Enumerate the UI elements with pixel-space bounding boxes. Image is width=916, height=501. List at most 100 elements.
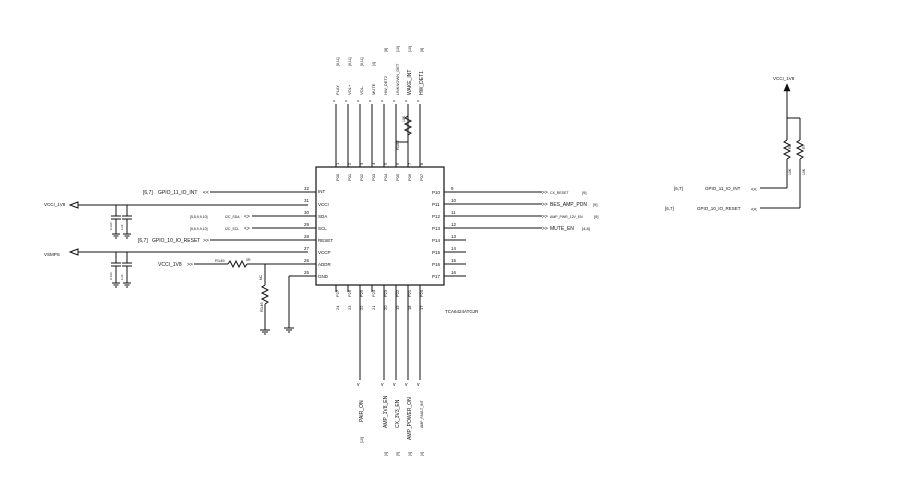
chip-part-number: TCA6424ATGJR bbox=[445, 309, 479, 314]
bottom-pin-number-24: 24 bbox=[335, 305, 340, 310]
left-pin-number-25: 25 bbox=[304, 270, 310, 275]
r146-value: NC bbox=[259, 274, 263, 280]
left-pin-number-31: 31 bbox=[304, 198, 310, 203]
right-pin-name-p13: P13 bbox=[432, 226, 441, 231]
top-ref-mute: [4] bbox=[372, 62, 376, 66]
svg-text:<>: <> bbox=[244, 226, 250, 232]
net-i2c-sda-label: I2C_SDA bbox=[225, 215, 240, 219]
top-pin-number-6: 6 bbox=[395, 162, 400, 165]
bottom-net-pair-on: PAIR_ON bbox=[359, 400, 365, 422]
right-pin-number-14: 14 bbox=[451, 246, 457, 251]
pullup-reset-ref: [6,7] bbox=[665, 206, 674, 211]
bottom-ref-amp-1v8-en: [4] bbox=[384, 452, 388, 456]
r145-value: 0R bbox=[246, 258, 251, 262]
right-pin-number-10: 10 bbox=[451, 198, 457, 203]
right-pins: P10 9 P11 10 P12 11 P13 12 P14 13 P15 14… bbox=[432, 186, 598, 279]
bottom-pin-name-p23: P23 bbox=[383, 289, 388, 297]
net-gpio-11-int: [6,7] GPIO_11_IO_INT << bbox=[143, 190, 316, 196]
bottom-ref-pair-on: [10] bbox=[360, 437, 364, 443]
top-pin-number-4: 4 bbox=[371, 162, 376, 165]
top-pin-name-p06: P06 bbox=[407, 173, 412, 181]
bottom-pin-number-23: 23 bbox=[347, 305, 352, 310]
bottom-pin-number-17: 17 bbox=[419, 305, 424, 310]
top-ref-vol-minus: [8,11] bbox=[360, 57, 364, 66]
right-pin-number-11: 11 bbox=[451, 210, 456, 215]
left-pin-number-26: 26 bbox=[304, 258, 310, 263]
r8-value: 10K bbox=[788, 168, 792, 175]
left-pin-name-int: INT bbox=[318, 189, 326, 194]
svg-text:<<: << bbox=[751, 187, 757, 193]
top-pin-name-p03: P03 bbox=[371, 173, 376, 181]
top-pin-number-7: 7 bbox=[407, 162, 412, 165]
net-mute-en-ref: [4,8] bbox=[582, 226, 590, 231]
svg-text:^: ^ bbox=[405, 100, 408, 106]
left-pin-name-vccp: VCCP bbox=[318, 250, 331, 255]
addr-network: VCCI_1V8 >> R145 0R R146 NC bbox=[158, 258, 316, 335]
cap-vcci-value-2: 1UF bbox=[120, 224, 124, 230]
top-ref-wake-int: [10] bbox=[408, 46, 412, 52]
svg-text:^: ^ bbox=[417, 100, 420, 106]
svg-text:<>: <> bbox=[244, 214, 250, 220]
bottom-pin-name-p26: P26 bbox=[347, 289, 352, 297]
addr-rail-label: VCCI_1V8 bbox=[158, 262, 182, 268]
pullup-rail-label: VCCI_1V8 bbox=[773, 76, 795, 81]
top-net-play: PLAY bbox=[335, 85, 340, 95]
svg-text:>>: >> bbox=[542, 226, 548, 232]
svg-text:^: ^ bbox=[357, 100, 360, 106]
cap-vsmps-value-2: 1UF bbox=[120, 274, 124, 280]
bottom-ref-amp-power-on: [4] bbox=[408, 452, 412, 456]
top-pin-number-8: 8 bbox=[419, 162, 424, 165]
bottom-net-amp-power-on: AMP_POWER_ON bbox=[407, 397, 413, 440]
right-pin-name-p10: P10 bbox=[432, 190, 441, 195]
top-pin-name-p07: P07 bbox=[419, 173, 424, 181]
bottom-pins: P27 P26 P25 P24 P23 P22 P21 P20 24 23 22… bbox=[335, 285, 424, 456]
bottom-pin-name-p25: P25 bbox=[359, 289, 364, 297]
bottom-ref-amp-fault-int: [4] bbox=[420, 452, 424, 456]
right-pin-name-p12: P12 bbox=[432, 214, 441, 219]
top-pin-name-p01: P01 bbox=[347, 173, 352, 181]
left-pin-number-27: 27 bbox=[304, 246, 310, 251]
left-pin-number-32: 32 bbox=[304, 186, 310, 191]
top-ref-hw-det2: [8] bbox=[384, 48, 388, 52]
svg-text:^: ^ bbox=[381, 100, 384, 106]
top-pin-name-p00: P00 bbox=[335, 173, 340, 181]
net-i2c-scl: [5,8,9,9,10] I2C_SCL <> bbox=[190, 226, 316, 232]
r7-ref: R7 bbox=[802, 144, 806, 149]
r152-value: 10K bbox=[402, 115, 406, 122]
gnd-pin-net bbox=[284, 275, 316, 333]
svg-text:>>: >> bbox=[542, 214, 548, 220]
cap-vcci-value-1: 0.1UF bbox=[109, 222, 113, 230]
right-pin-number-9: 9 bbox=[451, 186, 454, 191]
svg-text:^: ^ bbox=[393, 100, 396, 106]
svg-text:v: v bbox=[405, 382, 408, 388]
net-amp-pwr-12v-en-ref: [9] bbox=[594, 214, 598, 219]
right-pin-number-15: 15 bbox=[451, 258, 457, 263]
top-ref-unknown-det: [10] bbox=[396, 46, 400, 52]
top-net-vol-plus: VOL+ bbox=[347, 84, 352, 95]
r146-ref: R146 bbox=[259, 302, 264, 312]
net-amp-pwr-12v-en: AMP_PWR_12V_EN bbox=[550, 215, 583, 219]
right-pin-name-p11: P11 bbox=[432, 202, 440, 207]
top-pin-number-2: 2 bbox=[347, 162, 352, 165]
r152-ref: R152 bbox=[395, 140, 400, 150]
svg-text:>>: >> bbox=[542, 190, 548, 196]
left-pin-number-29: 29 bbox=[304, 222, 310, 227]
left-pin-number-28: 28 bbox=[304, 234, 310, 239]
top-pin-name-p04: P04 bbox=[383, 173, 388, 181]
top-ref-vol-plus: [8,11] bbox=[348, 57, 352, 66]
bottom-net-cx-3v3-en: CX_3V3_EN bbox=[395, 399, 401, 428]
svg-text:v: v bbox=[393, 382, 396, 388]
top-ref-play: [8,11] bbox=[336, 57, 340, 66]
bottom-net-amp-fault-int: AMP_FAULT_INT bbox=[420, 399, 424, 428]
top-ref-hw-det1: [8] bbox=[420, 48, 424, 52]
right-pin-name-p15: P15 bbox=[432, 250, 441, 255]
bottom-ref-cx-3v3-en: [9] bbox=[396, 452, 400, 456]
left-pins: 32 INT 31 VCCI 30 SDA 29 SCL 28 RESET 27… bbox=[304, 186, 333, 279]
net-mute-en: MUTE_EN bbox=[550, 226, 574, 232]
bottom-pin-number-18: 18 bbox=[407, 305, 412, 310]
net-cx-reset: CX_RESET bbox=[550, 191, 569, 195]
bottom-pin-number-19: 19 bbox=[395, 305, 400, 310]
net-i2c-scl-label: I2C_SCL bbox=[225, 227, 239, 231]
pullup-reset-net: GPIO_10_IO_RESET bbox=[697, 206, 741, 211]
svg-text:v: v bbox=[357, 382, 360, 388]
